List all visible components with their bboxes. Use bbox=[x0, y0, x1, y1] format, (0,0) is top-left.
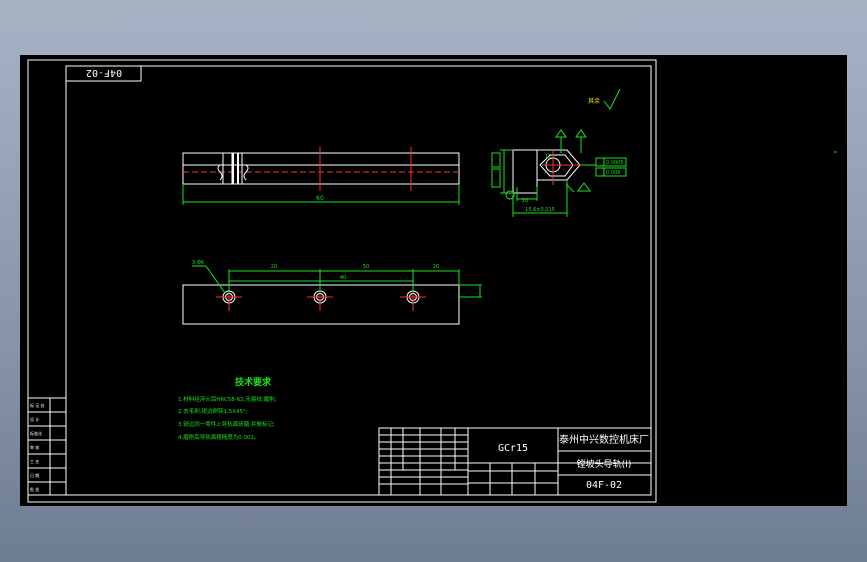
cad-drawing-canvas[interactable]: 04F-02 60 bbox=[20, 55, 847, 506]
flipped-number-text: 04F-02 bbox=[86, 67, 122, 78]
bottom-seg1-dim: 20 bbox=[271, 264, 277, 270]
top-length-dim: 60 bbox=[316, 195, 324, 202]
tolerance-1: 0.0005 bbox=[606, 160, 624, 166]
surface-finish-note: 其余 bbox=[588, 88, 621, 110]
strip-label-2: 标准化 bbox=[30, 430, 42, 436]
strip-label-0: 标 记 处 bbox=[30, 402, 45, 408]
strip-label-3: 审 核 bbox=[30, 444, 39, 450]
hole-label: 3-Φ6 bbox=[192, 260, 204, 266]
side-bottom-dim: 15.6±0.015 bbox=[525, 207, 555, 213]
rail-bottom-view: 20 50 20 40 3-Φ6 bbox=[182, 260, 482, 325]
tech-req-line-1: 1.材料经淬火后HRC58-62,无裂纹,磨削; bbox=[178, 395, 277, 403]
bottom-seg3-dim: 20 bbox=[433, 264, 439, 270]
company-name: 泰州中兴数控机床厂 bbox=[559, 433, 649, 446]
inner-border bbox=[65, 65, 652, 496]
title-block: GCr15 泰州中兴数控机床厂 镗坡头导轨(I) 04F-02 bbox=[378, 427, 652, 496]
strip-label-1: 设 计 bbox=[30, 416, 39, 422]
svg-text:技术要求: 技术要求 bbox=[235, 376, 272, 388]
drawing-sheet: 04F-02 60 bbox=[27, 59, 837, 503]
left-revision-strip: 标 记 处 设 计 标准化 审 核 工 艺 日 期 批 准 bbox=[27, 397, 67, 496]
side-height-dim: 10 bbox=[545, 154, 551, 160]
part-name: 镗坡头导轨(I) bbox=[577, 458, 632, 470]
svg-text:其余: 其余 bbox=[588, 97, 600, 105]
rail-section-view: 10 15.6±0.015 10 0.0005 0.008 bbox=[491, 129, 627, 217]
strip-label-5: 日 期 bbox=[30, 472, 39, 478]
outer-border bbox=[27, 59, 657, 503]
flipped-number-box bbox=[65, 65, 142, 82]
bottom-span-dim: 40 bbox=[340, 275, 346, 281]
strip-label-6: 批 准 bbox=[30, 486, 39, 492]
side-width-dim: 10 bbox=[522, 198, 528, 204]
tolerance-2: 0.008 bbox=[606, 170, 620, 176]
technical-requirements: 技术要求 1.材料经淬火后HRC58-62,无裂纹,磨削; 2.去毛刺,锐边倒钝… bbox=[178, 376, 277, 441]
tech-req-line-4: 4.磨削后导轨面粗糙度为0.001。 bbox=[178, 433, 260, 441]
material-text: GCr15 bbox=[498, 443, 528, 454]
drawing-number: 04F-02 bbox=[586, 480, 622, 491]
tech-req-line-3: 3.锐边同一零件上导轨面研磨,并做标记; bbox=[178, 420, 275, 428]
bottom-seg2-dim: 50 bbox=[363, 264, 369, 270]
rail-top-view: 60 bbox=[182, 147, 460, 205]
strip-label-4: 工 艺 bbox=[30, 459, 39, 464]
tech-req-line-2: 2.去毛刺,锐边倒钝1.5X45°; bbox=[178, 407, 248, 415]
